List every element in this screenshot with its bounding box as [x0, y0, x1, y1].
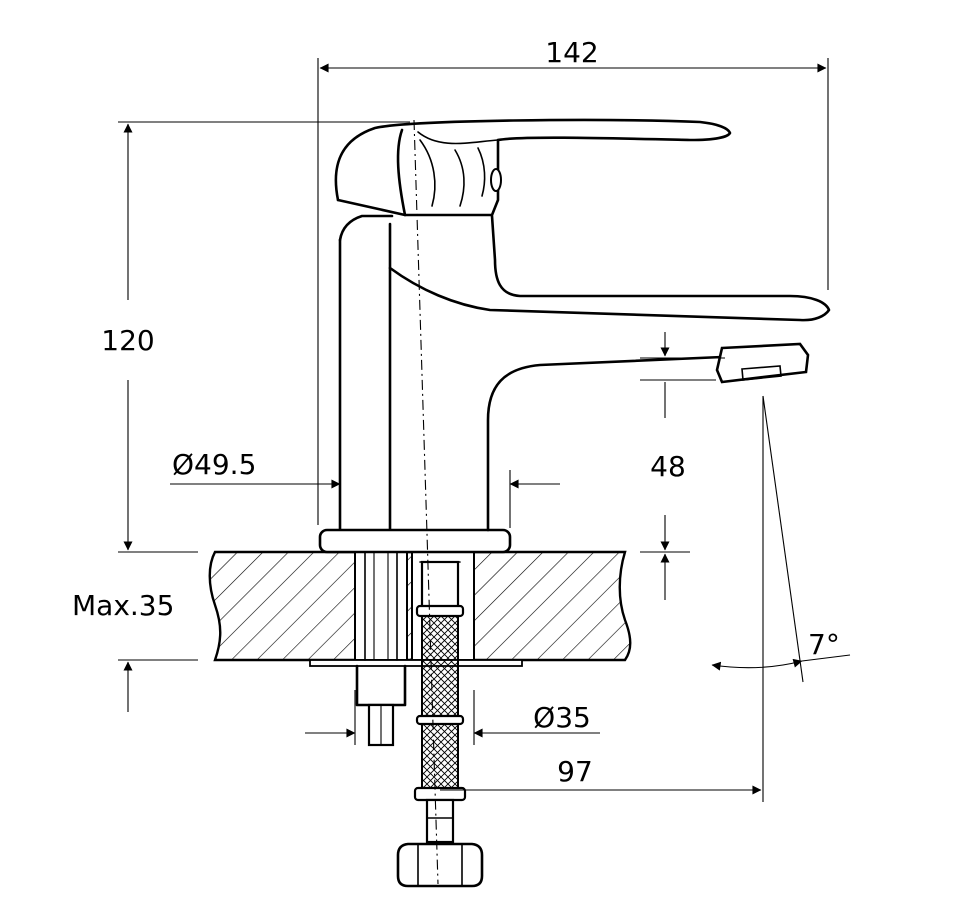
dimension-reach-label: 97 [557, 755, 593, 788]
dimension-angle-label: 7° [808, 628, 840, 661]
mounting-stud [355, 551, 407, 747]
dimension-width-label: 142 [545, 36, 598, 69]
extension-lines [118, 58, 829, 802]
dimension-labels: 142 120 Ø49.5 48 Max.35 Ø35 97 7° [72, 36, 840, 788]
dimension-body-diameter-label: Ø49.5 [172, 448, 256, 481]
dimension-lines [123, 63, 851, 795]
centre-line [413, 119, 439, 885]
spout [388, 214, 831, 532]
dimension-max-thickness-label: Max.35 [72, 589, 174, 622]
dimension-hole-diameter-label: Ø35 [533, 701, 591, 734]
dimension-clearance-label: 48 [650, 450, 686, 483]
lever-handle [334, 118, 732, 217]
faucet-body [318, 214, 512, 554]
dimension-height-label: 120 [101, 324, 154, 357]
base-flange [318, 528, 512, 554]
supply-hose [396, 560, 484, 888]
